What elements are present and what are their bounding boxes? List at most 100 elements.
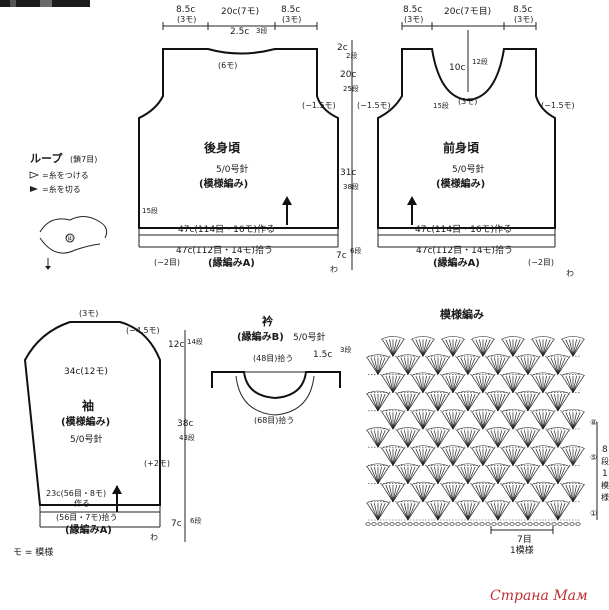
- sleeve-inc: (+2モ): [144, 459, 170, 468]
- sleeve-dec: (−4.5モ): [126, 326, 160, 335]
- chart-shell-stitch: [396, 430, 409, 448]
- chart-shell-stitch: [449, 448, 454, 466]
- chart-shell-stitch: [490, 430, 499, 448]
- chart-shell-stitch: [422, 448, 427, 466]
- chart-shell-stitch: [509, 484, 514, 502]
- chart-shell-stitch: [512, 375, 517, 393]
- chart-shell-stitch: [527, 393, 532, 411]
- chart-shell-arc: [470, 445, 496, 449]
- chart-shell-stitch: [482, 448, 495, 466]
- chart-shell-stitch: [561, 375, 574, 393]
- chart-shell-arc: [440, 481, 466, 486]
- chart-shell-stitch: [422, 412, 435, 430]
- chart-shell-arc: [380, 445, 406, 449]
- chart-shell-stitch: [434, 393, 439, 411]
- chart-shell-stitch: [441, 339, 454, 357]
- chart-shell-arc: [500, 372, 526, 377]
- chart-shell-stitch: [482, 375, 491, 393]
- chart-shell-stitch: [479, 375, 484, 393]
- chart-shell-stitch: [554, 430, 559, 448]
- chart-shell-stitch: [411, 339, 424, 357]
- chart-shell-stitch: [482, 339, 491, 357]
- chart-shell-stitch: [479, 448, 484, 466]
- chart-shell-stitch: [557, 466, 570, 484]
- loop-mark: ⑭: [66, 235, 73, 243]
- chart-shell-stitch: [475, 375, 484, 393]
- chart-shell-stitch: [437, 466, 442, 484]
- chart-shell-stitch: [445, 375, 454, 393]
- collar-needle: 5/0号針: [293, 331, 326, 343]
- chart-shell-stitch: [404, 503, 409, 521]
- sleeve: (3モ) (−4.5モ) 12c 14段 34c(12モ) 袖 (模様編み) 5…: [13, 309, 203, 558]
- chart-shell-stitch: [467, 430, 476, 448]
- pattern-legend: モ = 模様: [13, 546, 53, 558]
- chart-foundation-chain: [467, 522, 473, 526]
- chart-shell-stitch: [494, 503, 499, 521]
- chart-shell-stitch: [542, 448, 555, 466]
- chart-shell-stitch: [512, 375, 521, 393]
- chart-shell-stitch: [407, 466, 416, 484]
- chart-shell-stitch: [407, 393, 412, 411]
- chart-shell-arc: [560, 445, 586, 449]
- chart-shell-stitch: [366, 503, 379, 521]
- chart-shell-stitch: [527, 466, 540, 484]
- chart-shell-arc: [395, 463, 421, 468]
- chart-shell-stitch: [550, 430, 559, 448]
- chart-shell-stitch: [572, 339, 581, 357]
- chart-foundation-chain: [383, 522, 389, 526]
- chart-shell-stitch: [437, 393, 442, 411]
- chart-shell-stitch: [501, 484, 514, 502]
- chart-shell-arc: [560, 336, 586, 340]
- chart-foundation-chain: [389, 522, 395, 526]
- chart-shell-arc: [515, 390, 541, 395]
- sleeve-38c: 38c: [177, 419, 193, 429]
- chart-foundation-chain: [401, 522, 407, 526]
- chart-shell-stitch: [430, 430, 439, 448]
- chart-shell-stitch: [456, 466, 469, 484]
- chart-shell-stitch: [392, 339, 401, 357]
- chart-shell-stitch: [377, 466, 386, 484]
- chart-shell-stitch: [542, 484, 555, 502]
- chart-shell-stitch: [516, 503, 529, 521]
- chart-shell-stitch: [422, 339, 431, 357]
- chart-shell-stitch: [381, 339, 394, 357]
- chart-shell-stitch: [452, 339, 461, 357]
- chart-shell-stitch: [512, 339, 517, 357]
- chart-foundation-chain: [431, 522, 437, 526]
- chart-shell-stitch: [434, 357, 439, 375]
- chart-shell-stitch: [520, 393, 529, 411]
- chart-shell-stitch: [419, 339, 424, 357]
- chart-shell-stitch: [542, 412, 551, 430]
- back-shoulder-left-rep: (3モ): [177, 15, 196, 24]
- chart-shell-stitch: [482, 484, 487, 502]
- chart-shell-stitch: [539, 339, 544, 357]
- chart-shell-stitch: [452, 448, 457, 466]
- back-right-20c: 20c: [340, 70, 356, 80]
- chart-shell-stitch: [422, 484, 431, 502]
- chart-shell-stitch: [512, 448, 525, 466]
- chart-shell-stitch: [475, 412, 484, 430]
- chart-shell-stitch: [554, 503, 559, 521]
- chart-shell-stitch: [392, 448, 405, 466]
- chart-shell-stitch: [434, 503, 439, 521]
- chart-shell-stitch: [404, 430, 409, 448]
- chart-shell-stitch: [389, 484, 394, 502]
- chart-shell-stitch: [441, 412, 454, 430]
- chart-shell-stitch: [482, 484, 495, 502]
- chart-bottom-2: 1模様: [510, 544, 534, 556]
- front-pick-row: 47c(112目・14モ)拾う: [416, 244, 513, 256]
- chart-shell-stitch: [400, 466, 409, 484]
- sleeve-12c: 12c: [168, 340, 184, 350]
- chart-shell-stitch: [531, 412, 544, 430]
- chart-shell-stitch: [497, 430, 510, 448]
- chart-foundation-chain: [371, 522, 377, 526]
- chart-shell-stitch: [569, 339, 574, 357]
- chart-shell-stitch: [524, 503, 529, 521]
- chart-shell-stitch: [572, 448, 577, 466]
- chart-shell-stitch: [557, 357, 566, 375]
- chart-right-5: 様: [601, 492, 609, 502]
- chart-shell-arc: [560, 372, 586, 377]
- chart-shell-stitch: [520, 503, 529, 521]
- chart-shell-arc: [500, 481, 526, 486]
- chart-shell-stitch: [456, 393, 469, 411]
